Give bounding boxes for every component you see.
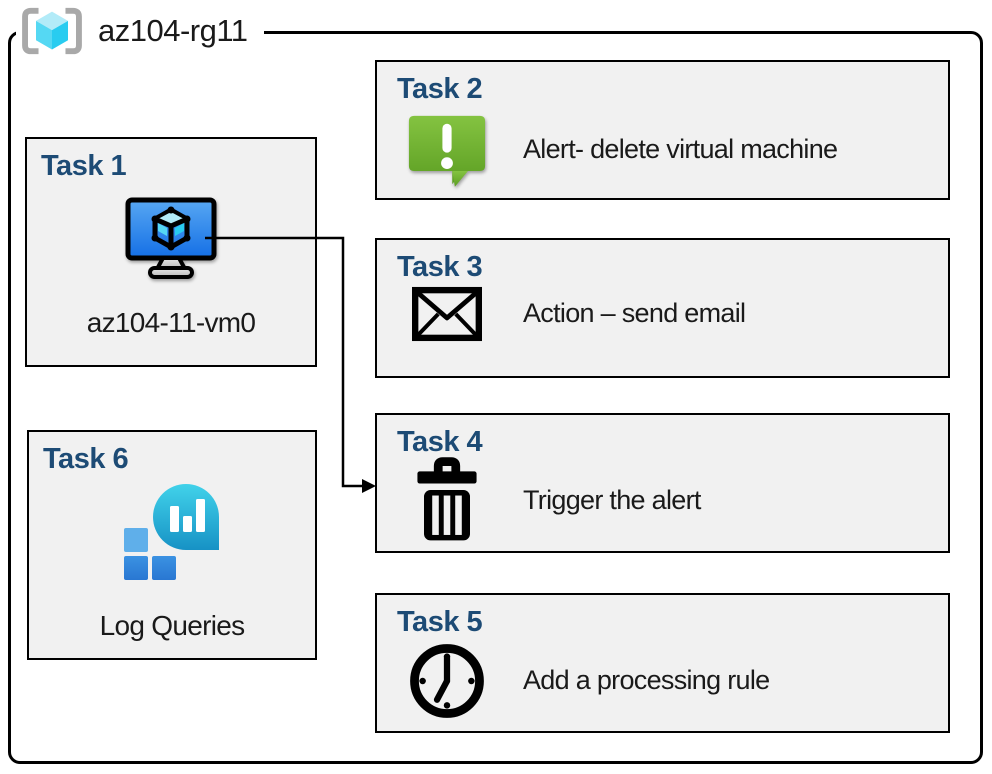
email-envelope-icon bbox=[397, 286, 497, 342]
task3-label: Action – send email bbox=[523, 298, 746, 329]
task6-box: Task 6 Log Queries bbox=[27, 430, 317, 660]
resource-group-name: az104-rg11 bbox=[98, 13, 248, 48]
task5-box: Task 5 Add a processing rule bbox=[375, 593, 950, 733]
task1-title: Task 1 bbox=[41, 150, 127, 182]
task1-label: az104-11-vm0 bbox=[86, 307, 256, 338]
task4-label: Trigger the alert bbox=[523, 485, 701, 516]
virtual-machine-icon bbox=[123, 195, 219, 288]
task4-title: Task 4 bbox=[397, 426, 483, 458]
task2-title: Task 2 bbox=[397, 73, 483, 105]
task3-title: Task 3 bbox=[397, 251, 483, 283]
clock-icon bbox=[397, 641, 497, 721]
resource-group-icon bbox=[20, 4, 84, 58]
log-analytics-icon bbox=[122, 484, 222, 587]
task6-title: Task 6 bbox=[43, 443, 129, 475]
trash-delete-icon bbox=[397, 455, 497, 547]
task5-label: Add a processing rule bbox=[523, 665, 770, 696]
cube-glyph bbox=[151, 206, 191, 251]
task6-label: Log Queries bbox=[99, 610, 246, 641]
resource-group-legend: az104-rg11 bbox=[16, 2, 264, 60]
task3-box: Task 3 Action – send email bbox=[375, 238, 950, 378]
task2-box: Task 2 Alert- delete virtual machine bbox=[375, 60, 950, 200]
task4-box: Task 4 Trigger the alert bbox=[375, 413, 950, 553]
task1-box: Task 1 bbox=[25, 137, 317, 367]
task2-label: Alert- delete virtual machine bbox=[523, 134, 838, 165]
task5-title: Task 5 bbox=[397, 606, 483, 638]
alert-message-icon bbox=[397, 108, 497, 192]
